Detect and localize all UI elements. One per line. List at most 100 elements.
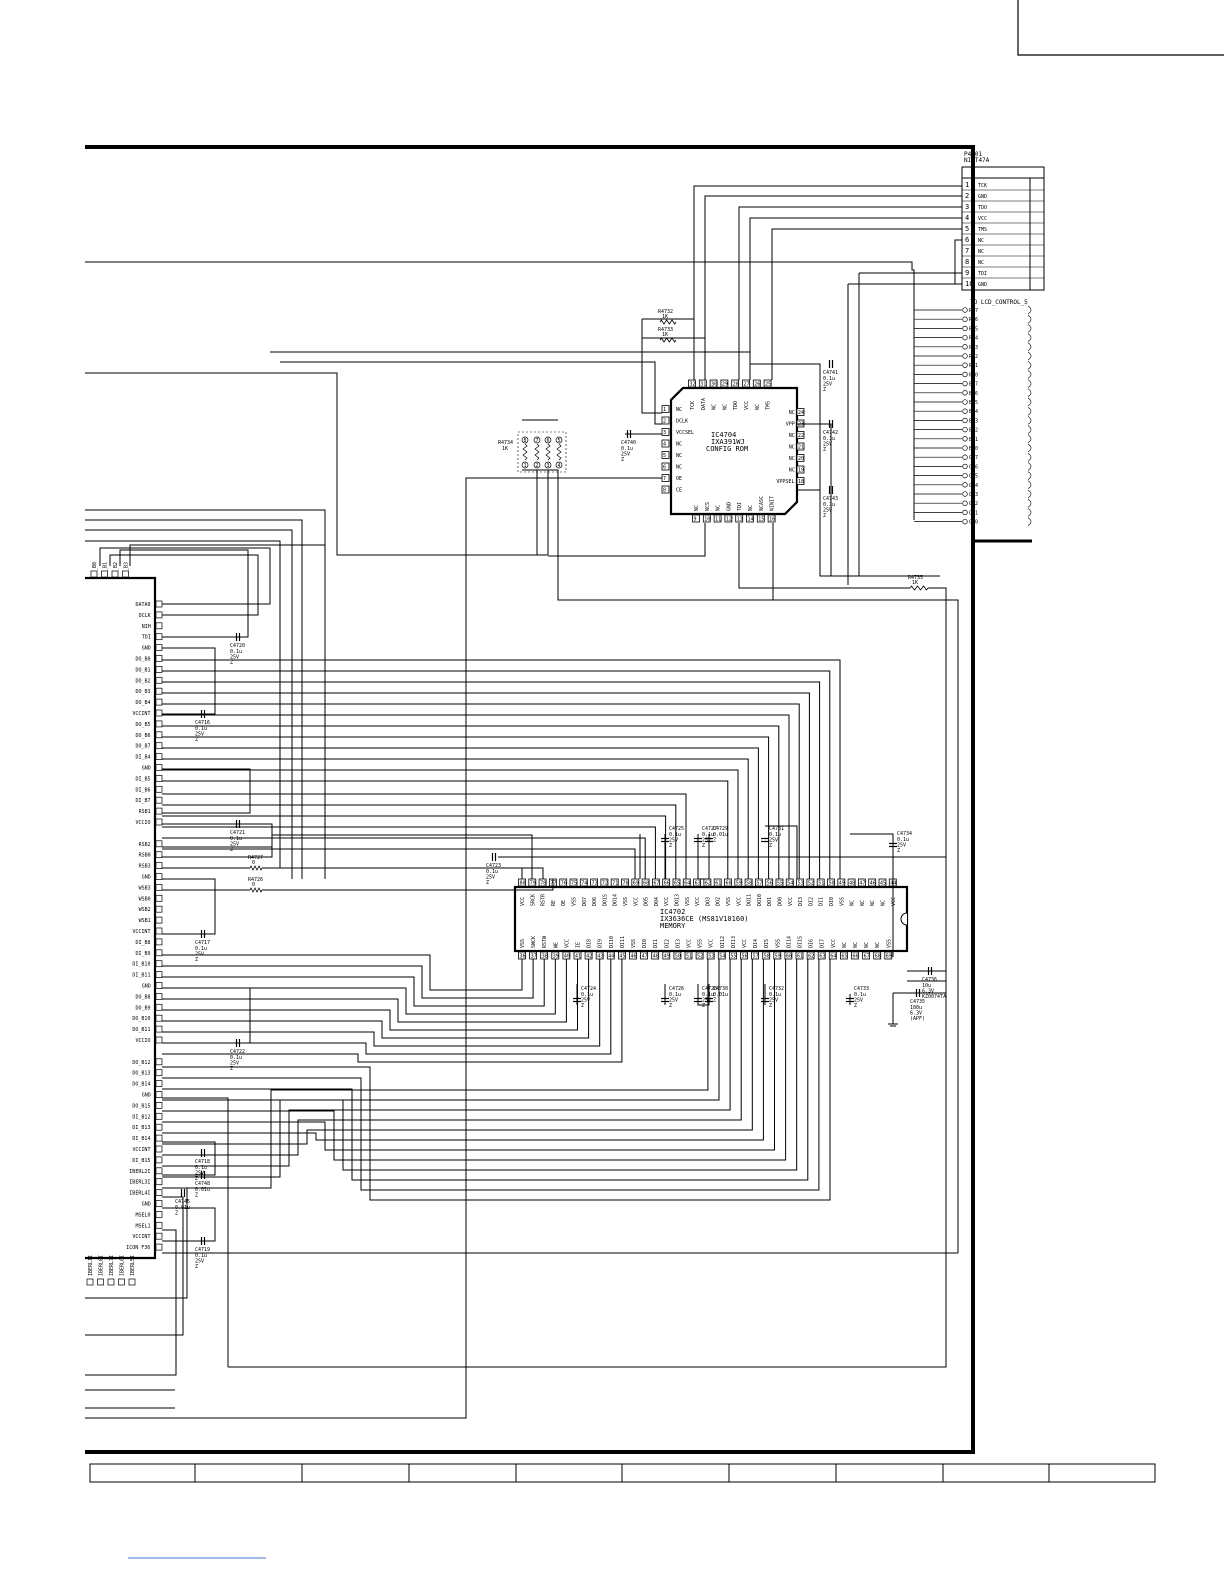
pin-number: 55: [777, 881, 783, 887]
ic4702-pin-name: VSS: [698, 939, 704, 948]
capacitor-ref: C4722: [230, 1049, 245, 1055]
fpga-pin-name: DO_B8: [136, 994, 151, 1000]
ic4702-pin-name: DO5: [644, 897, 650, 906]
fpga-pin: [155, 775, 163, 782]
capacitor-ref: C4728: [702, 986, 717, 992]
pin-number: 22: [798, 433, 804, 439]
ic4704-pin: [763, 379, 772, 388]
pin-number: 66: [853, 954, 859, 960]
ic4702-pin-name: DI13: [731, 936, 737, 948]
ic4702-pin-name: DO14: [613, 894, 619, 906]
ic4704-pin: [796, 454, 805, 462]
pin-number: 20: [798, 456, 804, 462]
lcd-signal-label: GE3: [969, 492, 978, 498]
pin-number: 12: [726, 517, 732, 523]
capacitor-value: 25V: [195, 1171, 204, 1177]
ic4704-pin-name: NC: [789, 445, 795, 451]
ic4704-pin: [688, 379, 696, 388]
ic4702-pin-name: VCC: [742, 939, 748, 948]
bus-terminal: [962, 362, 968, 368]
capacitor-ref: C4731: [769, 826, 784, 832]
pin-number: 4: [663, 442, 666, 448]
pin-number: 71: [612, 881, 618, 887]
ic4702-pin: [729, 951, 737, 960]
capacitor-value: 25V: [769, 998, 778, 1004]
capacitor-value: 0.1u: [230, 649, 242, 655]
capacitor-value: 6.3V: [910, 1011, 922, 1017]
ic4702-pin: [840, 951, 848, 960]
ic4702-pin-name: NC: [842, 942, 848, 948]
fpga-pin-name: DO_B4: [136, 700, 151, 706]
pin-number: 15: [758, 517, 764, 523]
ic4702-pin: [828, 951, 837, 960]
capacitor-value: 25V: [581, 998, 590, 1004]
ic4702-pin: [610, 878, 619, 887]
pin-number: 52: [697, 954, 703, 960]
array-pin: 6: [547, 438, 550, 444]
resistor-value: 0: [252, 882, 255, 888]
pin-number: 42: [586, 954, 592, 960]
fpga-block: DATA0DCLKNIHTDIGNDDO_B0DO_B1DO_B2DO_B3DO…: [85, 562, 163, 1286]
bus-terminal: [962, 390, 968, 396]
fpga-pin: [155, 1232, 163, 1240]
ic4704-pin: [713, 514, 722, 523]
pin-number: 70: [623, 881, 629, 887]
capacitor-value: 0.01u: [713, 992, 728, 998]
fpga-pin-name: WSB1: [139, 918, 151, 924]
ic4702-pin-name: NC: [864, 942, 870, 948]
fpga-pin: [155, 720, 163, 728]
pin-number: 46: [631, 954, 637, 960]
ic4704-pin-name: NC: [722, 404, 728, 410]
connector-pin-number: 3: [965, 203, 969, 211]
pin-number: 11: [715, 517, 721, 523]
capacitor-value: Z: [621, 457, 624, 463]
ic4702-pin-name: IE: [576, 942, 582, 948]
ic4702-pin-name: NC: [850, 900, 856, 906]
bus-terminal: [962, 380, 968, 387]
ic4702-pin-name: VCC: [709, 939, 715, 948]
lcd-signal-label: GE7: [969, 455, 978, 461]
pin-number: 64: [830, 954, 836, 960]
fpga-pin-name: GND: [142, 984, 151, 990]
resistor-ref: R4726: [248, 877, 263, 883]
fpga-pin: [155, 905, 163, 913]
fpga-pin-name: IBERL2I: [129, 1169, 150, 1175]
pin-number: 24: [798, 410, 804, 416]
fpga-pin: [155, 884, 163, 891]
ic4702-pin-name: VSS: [726, 897, 732, 906]
capacitor-value: 0.1u: [195, 726, 207, 732]
ic4702-pin-name: OE: [561, 900, 567, 906]
fpga-pin-name: GND: [142, 1202, 151, 1208]
ic4702-pin: [873, 951, 882, 960]
fpga-pin: [155, 1080, 163, 1087]
resistor-ref: R4734: [498, 440, 513, 446]
fpga-pin: [155, 633, 163, 641]
ic4702-pin-name: DI12: [720, 936, 726, 948]
pin-number: 41: [575, 954, 581, 960]
capacitor-ref: C4719: [195, 1247, 210, 1253]
bus-terminal: [962, 463, 968, 470]
ic4702-pin-name: RSTW: [542, 935, 548, 948]
connector-pin-name: NC: [978, 249, 984, 255]
capacitor-value: 25V: [195, 952, 204, 958]
pin-number: 44: [608, 954, 614, 960]
bus-terminal: [962, 344, 968, 350]
pin-number: 57: [753, 954, 759, 960]
ic4704-pin-name: NCASC: [759, 496, 765, 511]
ic4702-pin-name: NC: [860, 900, 866, 906]
ic4704-pin-name: NC: [676, 407, 682, 413]
bus-terminal: [962, 500, 968, 506]
pin-number: 76: [561, 881, 567, 887]
ic4702-pin: [662, 951, 671, 960]
ic4702-memory: IC4702 IX3636CE (MS81V10160) MEMORY 80VC…: [513, 878, 909, 960]
fpga-pin: [155, 1058, 163, 1066]
fpga-top-label: DI_B0: [92, 562, 98, 577]
